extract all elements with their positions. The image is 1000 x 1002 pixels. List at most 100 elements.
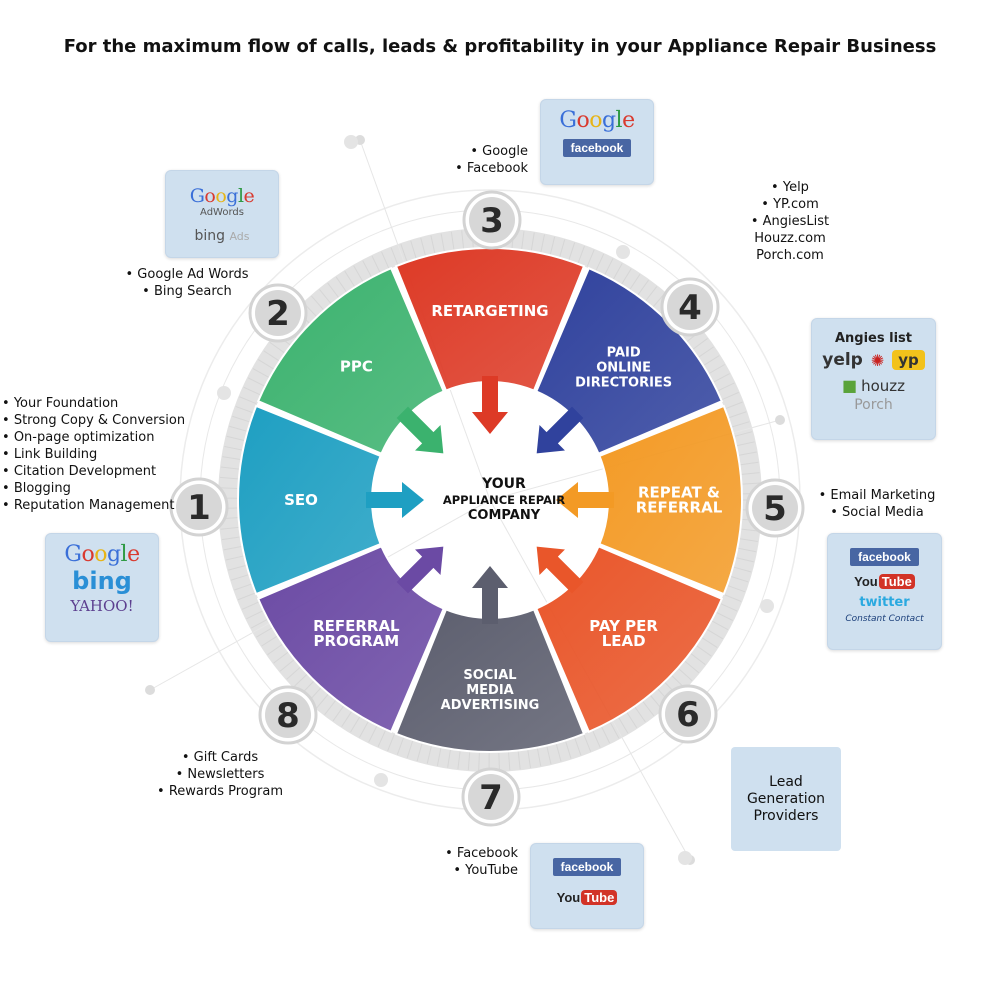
hash-mark [731,576,749,583]
hash-mark [592,730,601,748]
segment-shape [237,404,382,596]
hash-mark [344,270,355,287]
bing-text: bing [194,228,226,244]
list-item: Social Media [812,504,942,521]
houzz-icon: ■ [841,376,858,395]
hash-mark [247,377,265,387]
retargeting-info: Google Facebook [430,143,528,177]
hash-mark [235,405,253,414]
ppc-info-list: Google Ad Words Bing Search [112,266,262,300]
hash-mark [729,411,747,419]
social-info-list: Facebook YouTube [430,845,518,879]
hash-mark [396,737,404,755]
hash-mark [226,435,245,441]
arrow-icon [536,406,584,454]
hash-mark [601,726,611,744]
angies-row: Angies list [812,331,935,346]
hash-mark [341,711,352,728]
hash-mark [536,748,542,767]
hash-mark [349,716,361,733]
hash-mark [549,236,556,255]
list-item: Blogging [2,480,185,497]
angies-list-logo: Angies list [834,331,913,346]
hash-mark [461,230,465,249]
hash-mark [457,751,461,770]
hash-mark [273,651,289,664]
twitter-logo: twitter [859,595,910,610]
hash-mark [508,752,511,771]
hash-mark [239,396,257,405]
hash-mark [219,476,238,480]
list-item: Google [430,143,528,160]
lead-line: Providers [753,807,819,824]
yahoo-logo: YAHOO! [70,597,134,615]
lead-generation-text: Lead Generation Providers [747,774,825,825]
houzz-row: ■ houzz [812,376,935,395]
hash-mark [257,359,274,370]
facebook-row: facebook [828,548,941,566]
segment-label: REFERRAL [313,617,400,635]
segment-shape [534,544,724,734]
segment-label: SEO [284,491,318,509]
hash-mark [410,240,417,259]
hash-mark [319,289,332,304]
hash-mark [261,635,278,647]
hash-mark [618,717,629,734]
segment-label: LEAD [602,632,646,650]
seo-info-list: Your Foundation Strong Copy & Conversion… [2,395,185,514]
badge-disc [665,691,711,737]
bing-ads-logo: bing Ads [194,228,249,244]
segment-seo: SEO [237,404,424,596]
hash-mark [517,751,521,770]
badge-disc [176,484,222,530]
hash-mark [707,629,724,640]
arrow-icon [396,406,444,454]
directories-extra-2: Porch.com [756,248,824,263]
hash-mark [725,401,743,409]
hash-mark [721,391,739,400]
hash-mark [222,456,241,461]
hash-mark [220,526,239,530]
hash-mark [612,263,623,280]
hash-mark [626,712,638,729]
hash-mark [555,744,562,762]
porch-row: Porch [812,397,935,413]
hash-mark [335,276,347,293]
hash-mark [738,547,757,553]
hash-mark [256,627,273,638]
hash-mark [642,701,655,717]
adwords-row: AdWords [166,207,278,218]
hash-mark [219,487,238,490]
step-badge-7: 7 [461,767,521,827]
segment-label: RETARGETING [431,302,548,320]
ring-dot [616,245,630,259]
hash-mark [717,382,735,392]
hash-mark [498,752,500,771]
adwords-logo: AdWords [200,207,244,218]
list-item: YP.com [730,196,850,213]
list-item: On-page optimization [2,429,185,446]
list-item: Your Foundation [2,395,185,412]
hash-mark [232,415,250,423]
hash-mark [220,466,239,470]
hash-mark [574,738,582,756]
step-badge-5: 5 [745,478,805,538]
hash-mark [634,706,646,723]
tube-text: Tube [878,574,915,589]
hash-mark [400,243,408,262]
ring-dot [217,386,231,400]
list-item: Email Marketing [812,487,942,504]
constant-contact-logo: Constant Contact [845,614,924,624]
lead-line: Generation [746,790,826,807]
hash-mark [736,441,755,447]
hash-mark [645,286,658,301]
segment-shape [534,266,724,456]
step-badge-3: 3 [462,190,522,250]
bing-row: bing [46,567,158,595]
segment-shape [394,608,586,753]
